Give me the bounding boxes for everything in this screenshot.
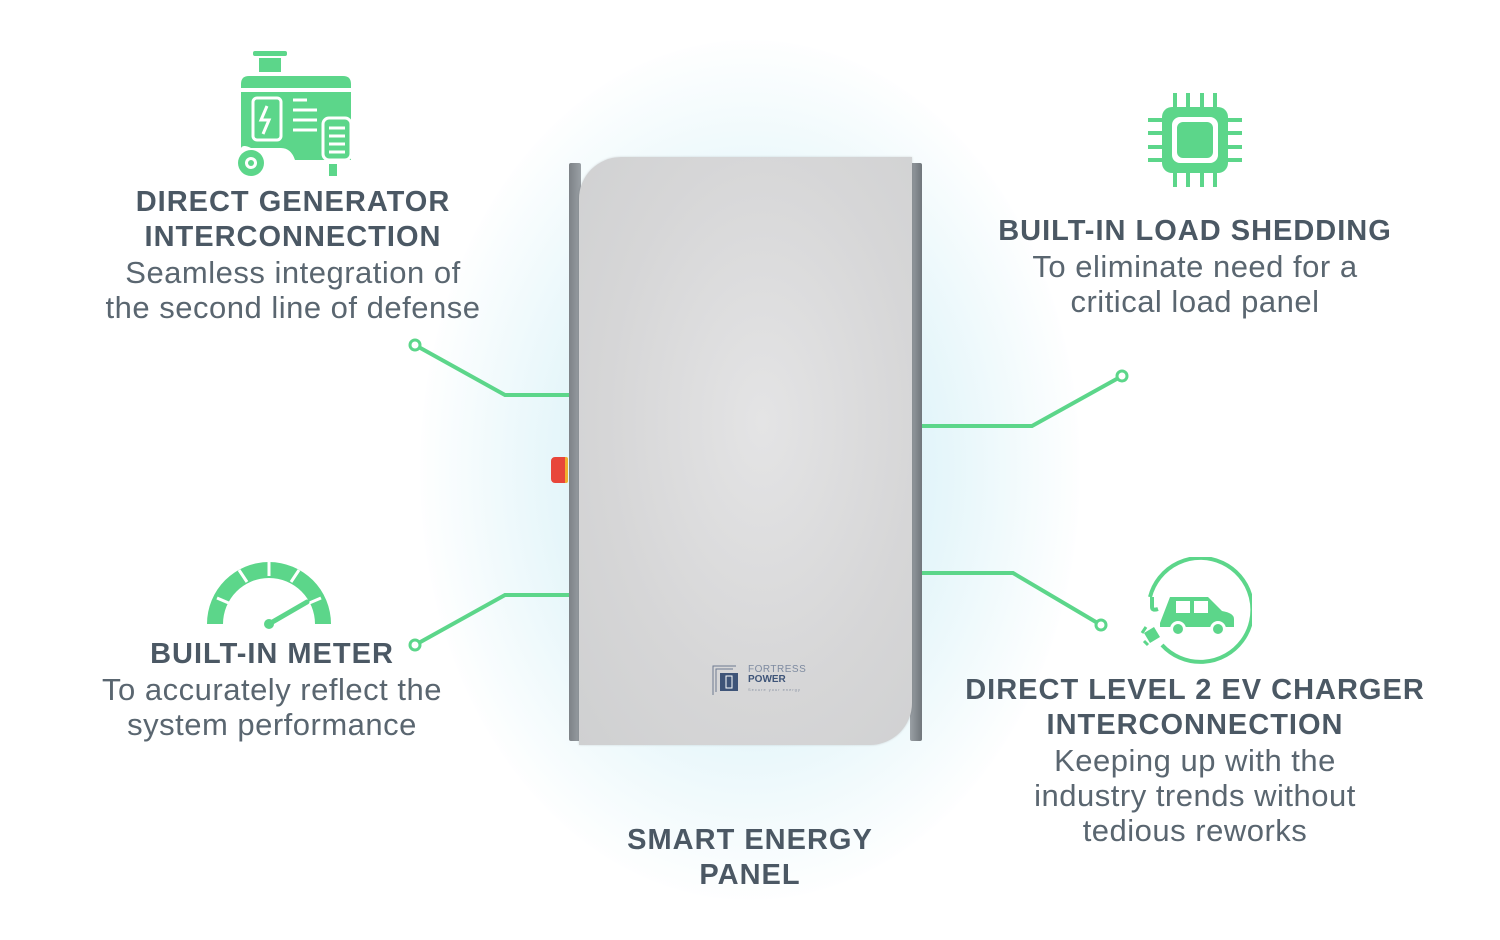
connector-dot bbox=[1115, 369, 1129, 383]
feature-load-shedding: BUILT-IN LOAD SHEDDING To eliminate need… bbox=[998, 214, 1392, 319]
feature-description: critical load panel bbox=[1070, 284, 1320, 319]
panel-door: FORTRESS POWER Secure your energy bbox=[579, 157, 912, 745]
feature-generator: DIRECT GENERATOR INTERCONNECTION Seamles… bbox=[106, 185, 481, 325]
feature-title: BUILT-IN METER bbox=[150, 638, 394, 670]
product-title-line: PANEL bbox=[699, 859, 801, 891]
connector-dot bbox=[408, 638, 422, 652]
feature-description: the second line of defense bbox=[105, 290, 481, 325]
feature-title: DIRECT LEVEL 2 EV CHARGER bbox=[965, 674, 1425, 706]
product-title: SMART ENERGY PANEL bbox=[627, 823, 873, 893]
feature-description: tedious reworks bbox=[1082, 813, 1308, 848]
feature-title: DIRECT GENERATOR bbox=[135, 186, 451, 218]
product-title-line: SMART ENERGY bbox=[627, 824, 873, 856]
fortress-power-logo: FORTRESS POWER Secure your energy bbox=[712, 664, 806, 696]
feature-description: Seamless integration of bbox=[125, 255, 461, 290]
ev-charger-icon bbox=[1138, 555, 1255, 672]
feature-title: BUILT-IN LOAD SHEDDING bbox=[998, 215, 1392, 247]
feature-description: Keeping up with the bbox=[1054, 743, 1336, 778]
connector-dot bbox=[408, 338, 422, 352]
generator-icon bbox=[233, 48, 355, 185]
feature-description: To accurately reflect the bbox=[102, 672, 442, 707]
logo-line1: FORTRESS bbox=[748, 664, 807, 675]
feature-description: system performance bbox=[127, 707, 417, 742]
battery-logo-icon bbox=[712, 664, 744, 696]
panel-side-right bbox=[910, 163, 922, 741]
smart-energy-panel-image: FORTRESS POWER Secure your energy bbox=[551, 157, 922, 745]
feature-description: To eliminate need for a bbox=[1032, 249, 1358, 284]
disconnect-switch bbox=[551, 457, 568, 483]
connector-load-shedding bbox=[922, 374, 1123, 428]
feature-ev-charger: DIRECT LEVEL 2 EV CHARGER INTERCONNECTIO… bbox=[965, 673, 1425, 848]
chip-icon bbox=[1148, 93, 1242, 192]
connector-meter bbox=[414, 593, 569, 647]
feature-title: INTERCONNECTION bbox=[1046, 709, 1344, 741]
connector-generator bbox=[414, 343, 569, 397]
feature-description: industry trends without bbox=[1034, 778, 1356, 813]
logo-line2: POWER bbox=[748, 674, 786, 685]
connector-ev bbox=[922, 571, 1103, 627]
gauge-icon bbox=[203, 558, 335, 635]
logo-tagline: Secure your energy bbox=[748, 687, 801, 692]
feature-title: INTERCONNECTION bbox=[144, 221, 442, 253]
connector-dot bbox=[1094, 618, 1108, 632]
feature-meter: BUILT-IN METER To accurately reflect the… bbox=[102, 637, 442, 742]
panel-side-left bbox=[569, 163, 581, 741]
